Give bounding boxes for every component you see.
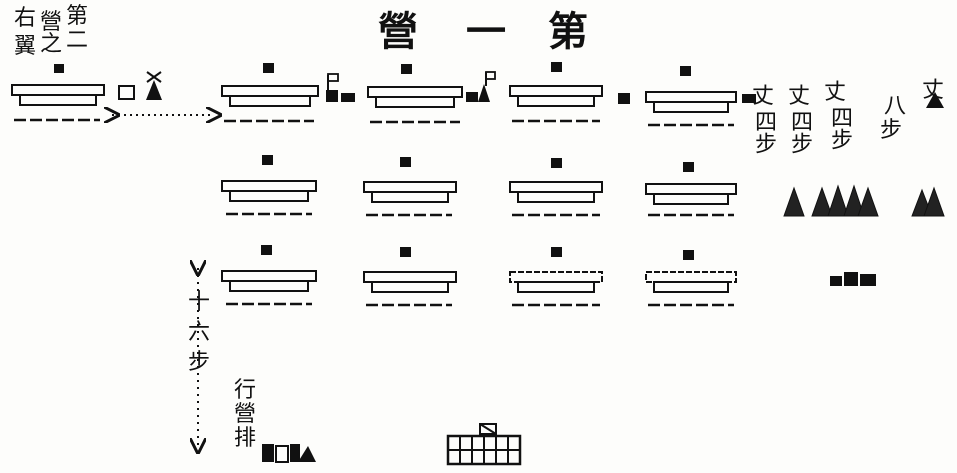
formation-block [646,66,736,125]
commander-square-icon [551,158,562,168]
commander-square-icon [551,62,562,72]
flag-icon [326,74,355,102]
commander-square-icon [400,247,411,257]
commander-square-icon [261,245,272,255]
troop-triangle-icon [926,92,944,108]
cannon-icon [146,72,162,100]
formation-block [364,157,456,215]
formation-icon-cluster [262,444,316,462]
formation-block [646,162,736,215]
formation-block [222,155,316,214]
cannon-icon [830,272,876,286]
commander-square-icon [400,157,411,167]
formation-block [368,64,462,122]
troop-triangle-icon [784,186,944,216]
formation-grid-icon [448,424,520,464]
formation-block [510,247,602,305]
formation-block [646,250,736,305]
commander-square-icon [262,155,273,165]
flag-icon [466,72,495,102]
cannon-icon [742,94,756,103]
formation-block [364,247,456,305]
formation-block [12,64,104,120]
flag-icon [119,86,134,99]
formation-block [222,63,318,121]
commander-square-icon [683,162,694,172]
commander-square-icon [680,66,691,76]
formation-block [510,62,602,121]
commander-square-icon [54,64,64,73]
formation-block [222,245,316,304]
formation-block [510,158,602,215]
commander-square-icon [551,247,562,257]
commander-square-icon [401,64,412,74]
commander-square-icon [683,250,694,260]
commander-square-icon [618,93,630,104]
commander-square-icon [263,63,274,73]
